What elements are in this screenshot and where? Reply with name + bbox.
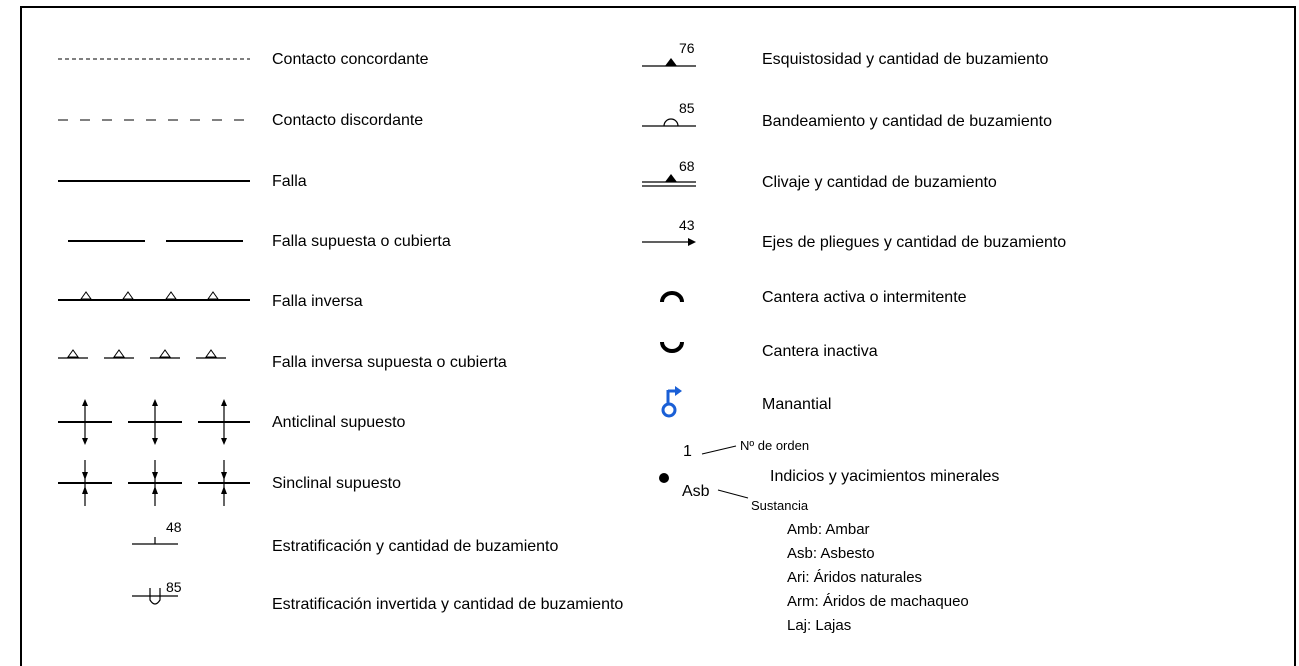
- mineral-dot-icon: [659, 473, 669, 483]
- solid-line-symbol: [58, 180, 250, 182]
- legend-label-falla-inversa-supuesta: Falla inversa supuesta o cubierta: [272, 354, 507, 371]
- substance-code: Asb: [682, 483, 710, 500]
- spring-icon: [661, 386, 682, 418]
- reverse-fault-dashed-symbol: [58, 349, 226, 359]
- long-dash-line-symbol: [68, 240, 243, 242]
- substance-item: Arm: Áridos de machaqueo: [787, 593, 969, 610]
- inactive-quarry-icon: [660, 341, 684, 353]
- legend-label-bandeamiento: Bandeamiento y cantidad de buzamiento: [762, 113, 1052, 130]
- legend-label-falla-inversa: Falla inversa: [272, 293, 363, 310]
- substance-item: Laj: Lajas: [787, 617, 852, 634]
- legend-label-manantial: Manantial: [762, 396, 832, 413]
- dashed-line-symbol: [58, 119, 250, 121]
- cleavage-symbol: [642, 174, 696, 187]
- syncline-symbol: [58, 460, 250, 506]
- bedding-dip-symbol: [132, 537, 178, 545]
- active-quarry-icon: [660, 291, 684, 303]
- legend-label-ejes-pliegues: Ejes de pliegues y cantidad de buzamient…: [762, 234, 1067, 251]
- substance-item: Asb: Asbesto: [787, 545, 875, 562]
- overturned-bedding-value: 85: [166, 579, 182, 595]
- legend-label-contacto-discordante: Contacto discordante: [272, 112, 424, 129]
- legend-frame: [20, 6, 1296, 666]
- legend-label-falla-supuesta: Falla supuesta o cubierta: [272, 233, 451, 250]
- substance-item: Amb: Ambar: [787, 521, 870, 538]
- schistosity-symbol: [642, 58, 696, 67]
- dotted-line-symbol: [58, 58, 250, 60]
- reverse-fault-symbol: [58, 291, 250, 301]
- cleavage-value: 68: [679, 158, 695, 174]
- legend-label-cantera-inactiva: Cantera inactiva: [762, 343, 878, 360]
- banding-symbol: [642, 118, 696, 127]
- substance-item: Ari: Áridos naturales: [787, 569, 923, 586]
- order-label: Nº de orden: [740, 438, 810, 453]
- legend-label-sinclinal: Sinclinal supuesto: [272, 475, 401, 492]
- schistosity-value: 76: [679, 40, 695, 56]
- fold-axis-value: 43: [679, 217, 695, 233]
- substance-leader-line: [717, 489, 749, 499]
- mineral-label: Indicios y yacimientos minerales: [770, 468, 1000, 485]
- legend-label-contacto-concordante: Contacto concordante: [272, 51, 429, 68]
- anticline-symbol: [58, 399, 250, 445]
- banding-value: 85: [679, 100, 695, 116]
- legend-label-clivaje: Clivaje y cantidad de buzamiento: [762, 174, 997, 191]
- fold-axis-symbol: [642, 238, 696, 246]
- order-number: 1: [683, 443, 692, 460]
- legend-label-esquistosidad: Esquistosidad y cantidad de buzamiento: [762, 51, 1049, 68]
- order-leader-line: [701, 445, 737, 455]
- bedding-dip-value: 48: [166, 519, 182, 535]
- legend-label-anticlinal: Anticlinal supuesto: [272, 414, 406, 431]
- legend-label-falla: Falla: [272, 173, 307, 190]
- legend-label-cantera-activa: Cantera activa o intermitente: [762, 289, 967, 306]
- overturned-bedding-symbol: [132, 588, 178, 605]
- substance-label: Sustancia: [751, 498, 809, 513]
- legend-label-estratificacion: Estratificación y cantidad de buzamiento: [272, 538, 559, 555]
- legend-label-estratificacion-invertida: Estratificación invertida y cantidad de …: [272, 596, 624, 613]
